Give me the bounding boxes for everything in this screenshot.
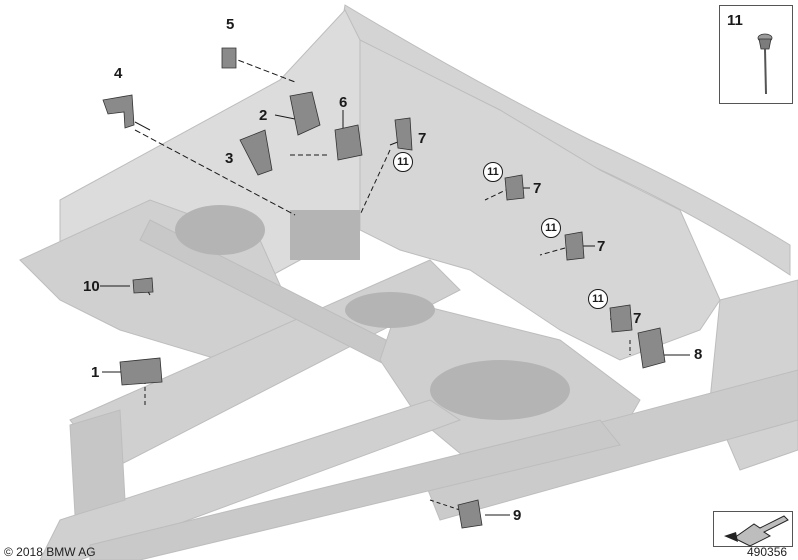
part-2-bracket — [289, 91, 321, 136]
part-1-bracket — [119, 357, 163, 386]
part-6-bracket — [334, 124, 363, 161]
copyright-text: © 2018 BMW AG — [4, 545, 96, 559]
callout-7c: 7 — [597, 238, 606, 255]
orientation-box — [713, 511, 793, 547]
rivet-icon — [757, 33, 773, 95]
circled-callout-11-b: 11 — [483, 162, 503, 182]
callout-1: 1 — [91, 364, 100, 381]
callout-2: 2 — [259, 107, 268, 124]
callout-3: 3 — [225, 150, 234, 167]
callout-6: 6 — [339, 94, 348, 111]
part-10-bracket — [132, 277, 154, 294]
shadow-details — [175, 205, 570, 420]
part-4-bracket — [102, 94, 135, 129]
callout-7a: 7 — [418, 130, 427, 147]
circled-callout-11-a: 11 — [393, 152, 413, 172]
part-7b-bracket — [504, 174, 525, 201]
callout-5: 5 — [226, 16, 235, 33]
circled-callout-11-c: 11 — [541, 218, 561, 238]
callout-10: 10 — [83, 278, 100, 295]
callout-8: 8 — [694, 346, 703, 363]
part-9-bracket — [457, 499, 483, 529]
part-7a-bracket — [394, 117, 413, 151]
inset-number: 11 — [727, 12, 743, 29]
circled-callout-11-d: 11 — [588, 289, 608, 309]
part-5-bracket — [221, 47, 237, 69]
orientation-arrow-icon — [724, 515, 789, 547]
callout-7d: 7 — [633, 310, 642, 327]
part-8-bracket — [637, 327, 666, 369]
callout-4: 4 — [114, 65, 123, 82]
callout-9: 9 — [513, 507, 522, 524]
rivet-inset: 11 — [719, 5, 793, 104]
callout-7b: 7 — [533, 180, 542, 197]
diagram-number: 490356 — [747, 545, 788, 559]
part-7d-bracket — [609, 304, 633, 333]
bracket-parts — [102, 47, 666, 529]
part-7c-bracket — [564, 231, 585, 261]
part-3-bracket — [239, 129, 273, 176]
